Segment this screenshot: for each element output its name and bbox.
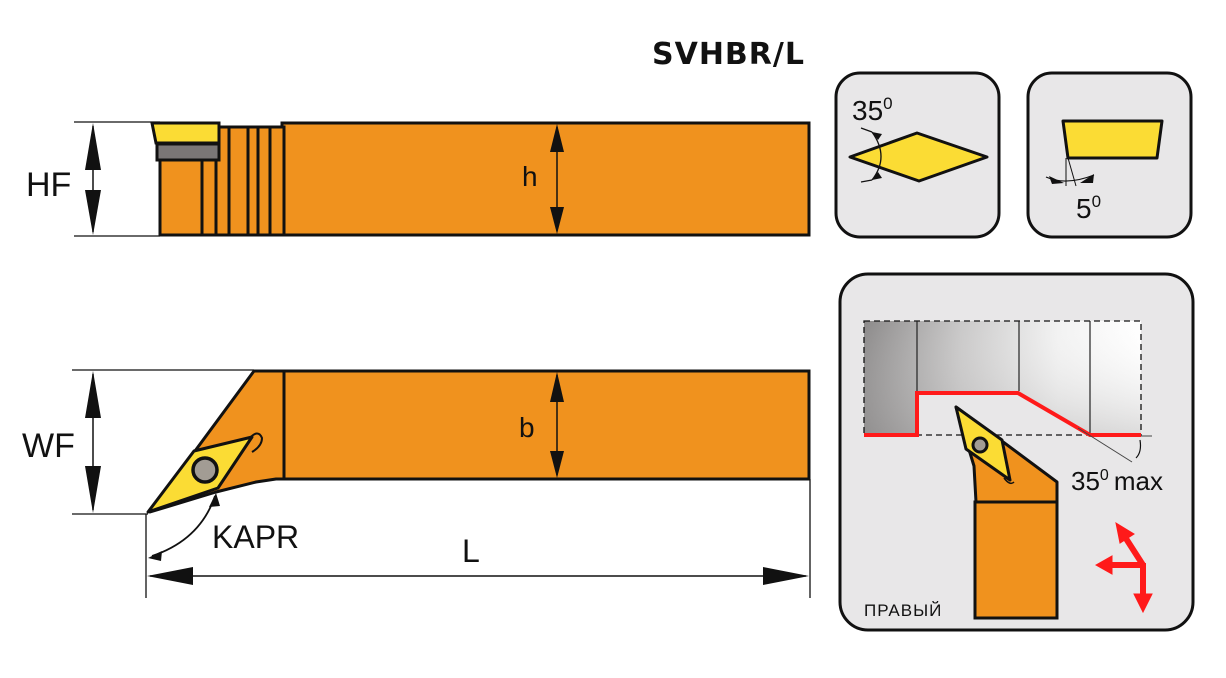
product-code-title: SVHBR/L [652, 37, 805, 72]
top-view: WF KAPR L b [22, 369, 811, 598]
shim [155, 142, 221, 162]
cutting-path [864, 391, 1141, 437]
shank-top [280, 369, 811, 481]
kapr-label: KAPR [212, 519, 299, 555]
hand-label: ПРАВЫЙ [864, 601, 942, 620]
h-label: h [522, 161, 538, 192]
insert-screw [191, 456, 219, 484]
l-label: L [462, 533, 480, 569]
wf-dimension-arrow [85, 371, 101, 513]
h-dimension-arrow [550, 124, 564, 234]
hf-label: HF [26, 166, 71, 204]
clearance-angle-panel: 50 [1026, 71, 1193, 239]
b-label: b [519, 412, 535, 443]
b-dimension-arrow [550, 372, 564, 478]
insert-side [150, 121, 221, 145]
hf-dimension-arrow [85, 123, 101, 235]
insert-shape-panel: 350 [834, 71, 1001, 239]
l-dimension-arrow [147, 567, 809, 585]
side-view: HF h [26, 121, 811, 237]
clearance-insert-icon [1061, 119, 1164, 160]
rhombus-insert-icon [848, 131, 989, 183]
shank-side [280, 121, 811, 237]
clearance-angle-label: 50 [1076, 192, 1101, 224]
feed-direction-arrows-icon [1094, 521, 1153, 614]
insert-angle-label: 350 [852, 94, 893, 126]
wf-label: WF [22, 427, 75, 465]
